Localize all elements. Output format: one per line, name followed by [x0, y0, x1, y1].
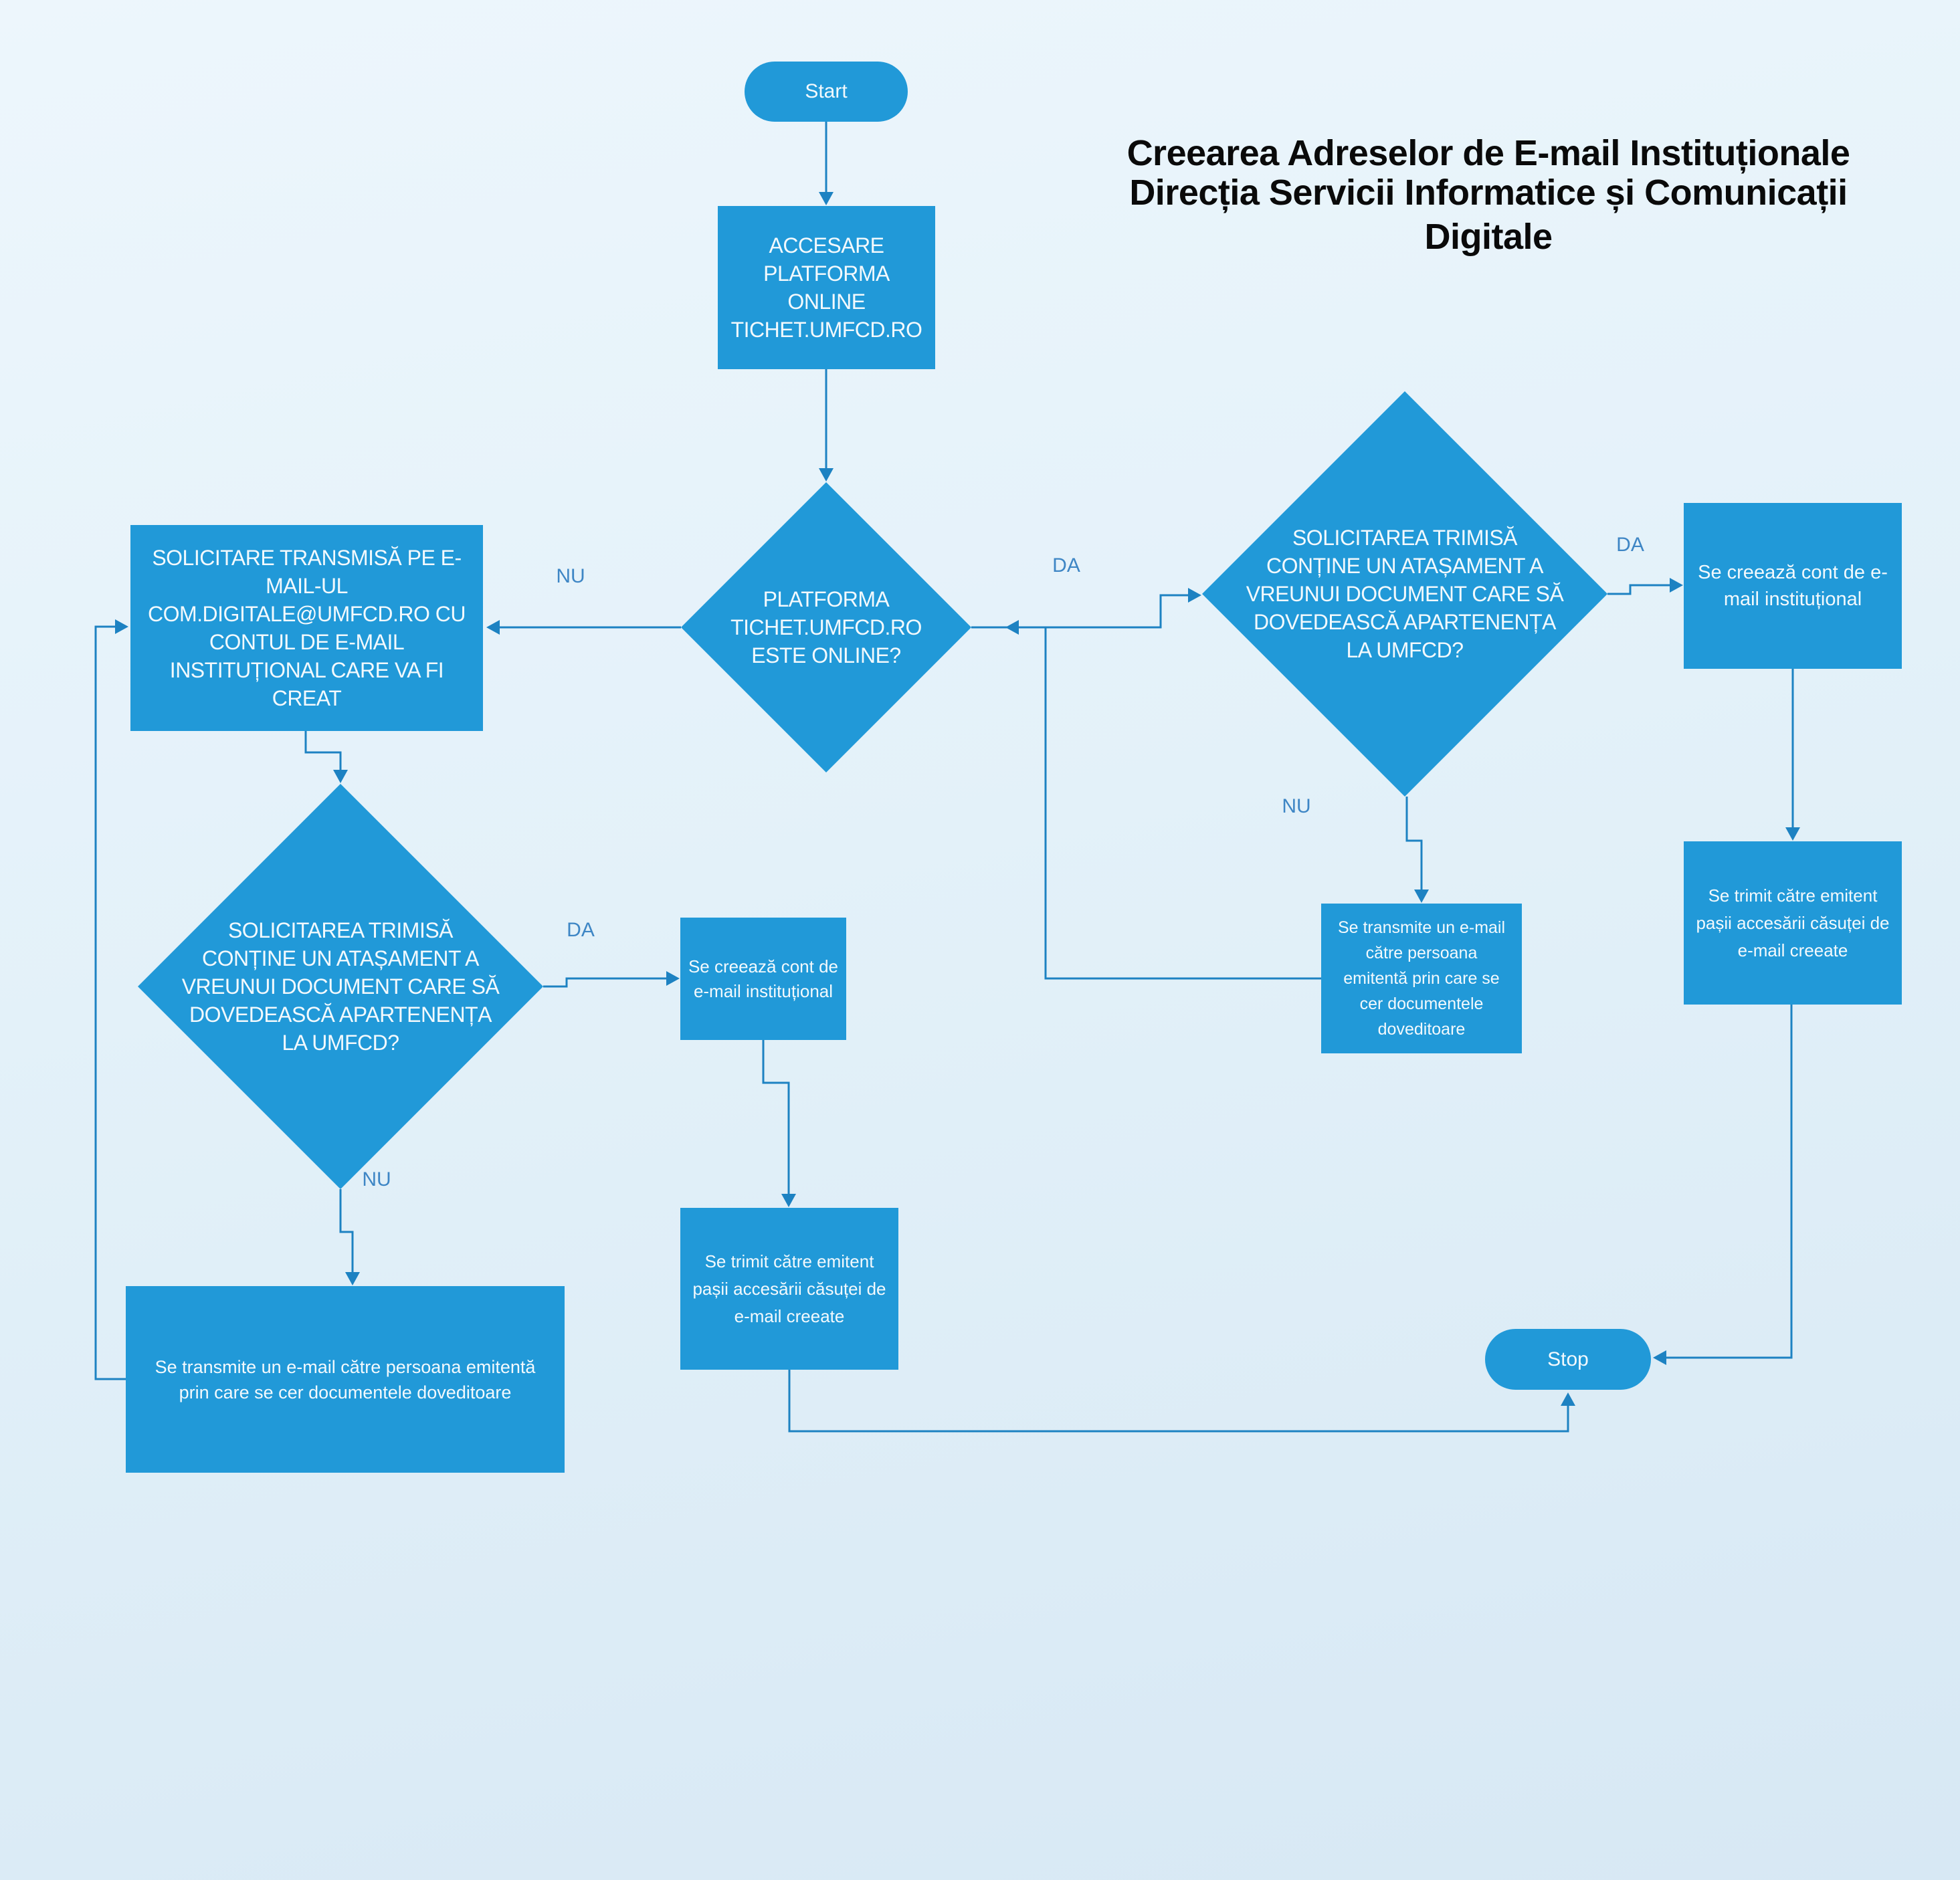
node-start-label: Start: [805, 80, 848, 102]
node-creare-cont-right-label: Se creează cont de e- mail instituțional: [1698, 562, 1888, 610]
connector-cerere-left-feedback-to-solicitare: [94, 619, 128, 1380]
connector-decision3-nu-to-cerere-left: [339, 1189, 360, 1285]
node-trimitere-pasi-mid-label: Se trimit către emitent pașii accesării …: [692, 1251, 886, 1326]
node-start: Start: [745, 62, 908, 122]
node-stop: Stop: [1485, 1329, 1651, 1390]
connector-trimitere-mid-to-stop: [788, 1370, 1575, 1433]
connector-decision2-nu-to-cerere-right: [1405, 797, 1429, 903]
node-stop-label: Stop: [1547, 1348, 1589, 1370]
node-cerere-documente-right-label: Se transmite un e-mail către persoana em…: [1337, 918, 1506, 1039]
connector-start-to-accesare: [819, 122, 834, 205]
node-trimitere-pasi-right: Se trimit către emitent pașii accesării …: [1684, 841, 1902, 1005]
branch-label-d2-nu: NU: [1282, 795, 1311, 817]
diagram-title-line1: Creearea Adreselor de E-mail Instituțion…: [1126, 133, 1850, 173]
connector-accesare-to-decision1: [819, 369, 834, 482]
diagram-title-line3: Digitale: [1424, 217, 1553, 257]
node-trimitere-pasi-mid: Se trimit către emitent pașii accesării …: [680, 1208, 898, 1370]
connector-creare-mid-to-trimitere-mid: [762, 1040, 796, 1207]
node-decision-atasament-right-label: SOLICITAREA TRIMISĂ CONȚINE UN ATAȘAMENT…: [1246, 526, 1564, 662]
connector-trimitere-right-to-stop: [1653, 1005, 1793, 1365]
diagram-title-line2: Direcția Servicii Informatice și Comunic…: [1129, 173, 1848, 213]
node-trimitere-pasi-right-label: Se trimit către emitent pașii accesării …: [1696, 885, 1890, 960]
node-accesare-platforma: ACCESARE PLATFORMA ONLINE TICHET.UMFCD.R…: [718, 206, 935, 369]
diagram-title: Creearea Adreselor de E-mail Instituțion…: [1077, 134, 1900, 257]
connector-decision1-nu-to-solicitare: [486, 620, 681, 635]
node-solicitare-email: SOLICITARE TRANSMISĂ PE E- MAIL-UL COM.D…: [130, 525, 483, 731]
connector-decision1-da-to-decision2: [971, 588, 1201, 629]
node-accesare-platforma-label: ACCESARE PLATFORMA ONLINE TICHET.UMFCD.R…: [730, 233, 922, 342]
connector-creare-right-to-trimitere-right: [1785, 669, 1800, 841]
branch-label-d2-da: DA: [1616, 534, 1644, 556]
node-decision-atasament-left-label: SOLICITAREA TRIMISĂ CONȚINE UN ATAȘAMENT…: [181, 918, 500, 1055]
node-cerere-documente-left-label: Se transmite un e-mail către persoana em…: [155, 1356, 536, 1402]
node-cerere-documente-left: Se transmite un e-mail către persoana em…: [126, 1286, 565, 1473]
branch-label-d1-nu: NU: [556, 565, 585, 587]
node-creare-cont-right: Se creează cont de e- mail instituțional: [1684, 503, 1902, 669]
connector-decision3-da-to-creare-mid: [543, 971, 680, 988]
node-decision-platforma-online-label: PLATFORMA TICHET.UMFCD.RO ESTE ONLINE?: [730, 587, 922, 667]
connector-cerere-right-feedback-to-decision1: [1005, 620, 1321, 980]
branch-label-d3-da: DA: [567, 919, 595, 941]
branch-label-d3-nu: NU: [362, 1168, 391, 1190]
node-solicitare-email-label: SOLICITARE TRANSMISĂ PE E- MAIL-UL COM.D…: [148, 546, 466, 710]
connector-decision2-da-to-creare-right: [1607, 578, 1683, 595]
node-creare-cont-mid: Se creează cont de e-mail instituțional: [680, 918, 846, 1040]
node-creare-cont-mid-label: Se creează cont de e-mail instituțional: [688, 956, 839, 1001]
connector-solicitare-to-decision3: [304, 731, 348, 783]
node-cerere-documente-right: Se transmite un e-mail către persoana em…: [1321, 904, 1522, 1053]
branch-label-d1-da: DA: [1052, 554, 1080, 577]
